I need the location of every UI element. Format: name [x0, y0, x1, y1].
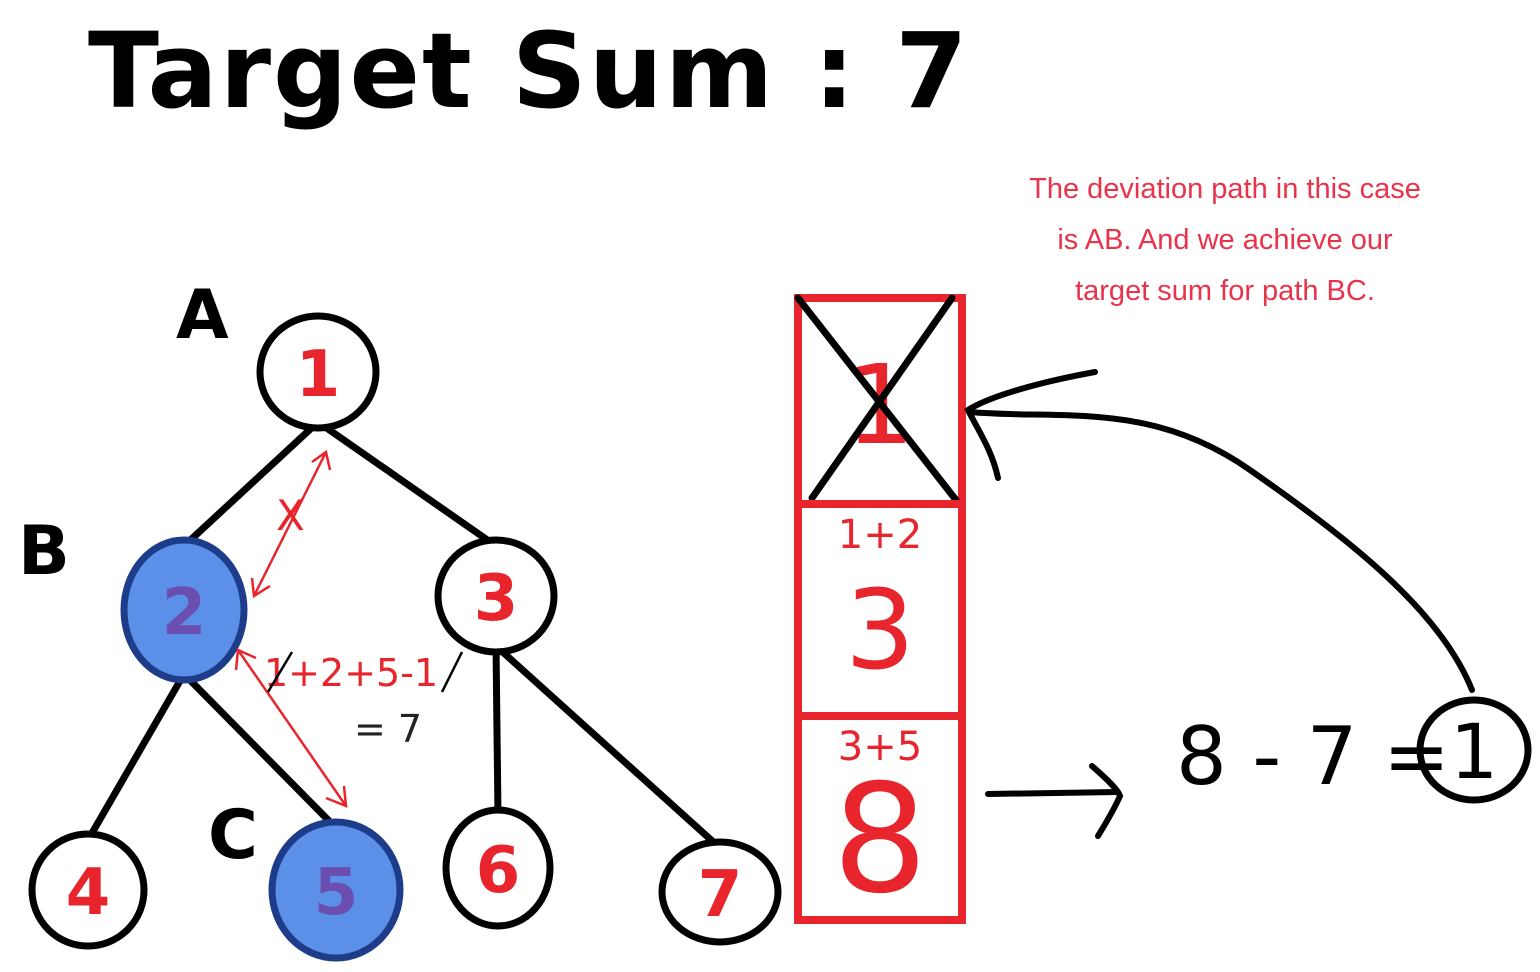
calc-result: 1	[1450, 707, 1498, 796]
bc-path-arrow	[234, 648, 348, 808]
node-value: 2	[162, 576, 207, 650]
ab-arrow-head-bottom	[250, 577, 271, 599]
diagram-title: Target Sum : 7	[88, 10, 970, 132]
ab-arrow-line	[252, 451, 328, 597]
tree-node-7: 7	[658, 838, 782, 946]
strike-first-one	[266, 651, 294, 693]
remove-arrow-curve	[967, 409, 1475, 693]
stack-cell-note: 3+5	[838, 724, 922, 770]
node-circle	[256, 312, 380, 432]
bc-arrow-head-bottom	[325, 785, 348, 808]
tree-edges	[84, 418, 724, 852]
node-value: 5	[314, 856, 359, 930]
calc-arrow-head	[1089, 763, 1124, 839]
strike-last-one	[440, 651, 464, 693]
note-line-2: is AB. And we achieve our	[1057, 224, 1393, 256]
stack-cell-value: 8	[832, 753, 927, 927]
prefix-sum-stack: 11+233+58	[794, 294, 966, 927]
ab-deviation-arrow	[250, 449, 332, 599]
stack-cell-value: 3	[845, 566, 915, 694]
tree-edge	[492, 642, 502, 820]
node-circle	[442, 806, 554, 930]
tree-node-3: 3	[434, 536, 558, 656]
node-value: 3	[474, 562, 519, 636]
label-c: C	[208, 796, 258, 875]
stack-cell-1: 1	[794, 294, 966, 508]
node-value: 1	[296, 338, 341, 412]
node-value: 6	[476, 834, 521, 908]
node-value: 7	[698, 858, 743, 932]
note-line-1: The deviation path in this case	[1029, 173, 1421, 205]
calc-expression: 8 - 7 =	[1176, 710, 1450, 803]
node-circle	[434, 536, 558, 656]
label-a: A	[176, 276, 229, 355]
tree-edge	[84, 670, 188, 844]
tree-nodes: 1 2 3 4 5 6 7	[28, 312, 782, 962]
calc-arrow-line	[985, 789, 1121, 797]
tree-edge	[314, 418, 500, 550]
tree-node-2: 2	[120, 536, 248, 684]
stack-cell-note: 1+2	[838, 512, 922, 558]
note-line-3: target sum for path BC.	[1075, 275, 1375, 307]
tree-node-6: 6	[442, 806, 554, 930]
calc-arrow	[985, 763, 1124, 839]
bc-formula: 1+2+5-1	[264, 651, 438, 695]
ab-arrow-mark: X	[276, 491, 305, 540]
tree-edge	[180, 670, 340, 832]
bc-result: = 7	[354, 707, 422, 751]
bc-arrow-line	[236, 649, 348, 807]
stack-cell-2: 1+23	[794, 500, 966, 720]
stack-cell-box	[794, 712, 966, 924]
node-circle	[28, 830, 148, 950]
remove-arrow	[964, 369, 1475, 693]
node-circle	[658, 838, 782, 946]
tree-node-5: 5	[268, 818, 404, 962]
node-circle	[268, 818, 404, 962]
stack-cell-3: 3+58	[794, 712, 966, 927]
remove-arrow-head	[964, 369, 1098, 481]
cross-stroke	[808, 294, 956, 502]
node-value: 4	[66, 856, 111, 930]
calc-result-circle	[1416, 696, 1532, 804]
tree-edge	[180, 418, 322, 550]
cross-stroke	[794, 294, 960, 504]
node-circle	[120, 536, 248, 684]
tree-edge	[492, 642, 724, 852]
tree-node-1: 1	[256, 312, 380, 432]
bc-arrow-head-top	[234, 648, 257, 671]
label-b: B	[18, 512, 70, 591]
explanation-note: The deviation path in this case is AB. A…	[1020, 164, 1430, 317]
tree-node-4: 4	[28, 830, 148, 950]
ab-arrow-head-top	[311, 449, 332, 471]
